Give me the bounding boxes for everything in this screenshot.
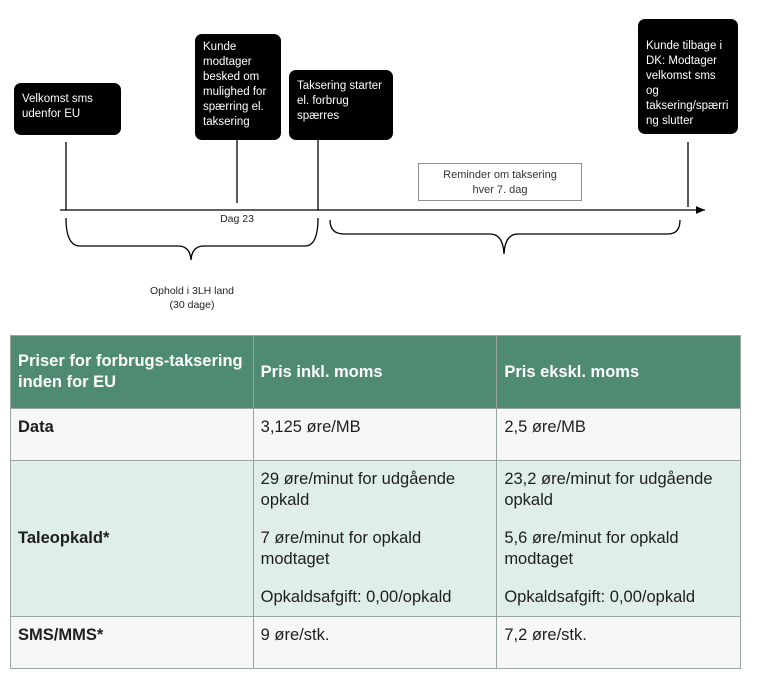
price-text: 23,2 øre/minut for udgående opkald bbox=[504, 470, 713, 509]
price-incl: 3,125 øre/MB bbox=[252, 408, 498, 461]
price-excl: 23,2 øre/minut for udgående opkald 5,6 ø… bbox=[496, 460, 741, 617]
event-velkomst: Velkomst sms udenfor EU bbox=[14, 83, 121, 135]
timeline-lines bbox=[60, 140, 705, 261]
price-text: 7 øre/minut for opkald modtaget bbox=[260, 529, 422, 568]
header-excl-vat: Pris ekskl. moms bbox=[496, 335, 741, 409]
price-incl: 9 øre/stk. bbox=[252, 616, 498, 669]
reminder-brace bbox=[329, 219, 681, 255]
price-text: 5,6 øre/minut for opkald modtaget bbox=[504, 529, 679, 568]
table-header-row: Priser for forbrugs-taksering inden for … bbox=[10, 335, 741, 409]
price-text: 3,125 øre/MB bbox=[260, 418, 361, 436]
price-excl: 2,5 øre/MB bbox=[496, 408, 741, 461]
row-label: SMS/MMS* bbox=[10, 616, 254, 669]
stay-brace bbox=[65, 217, 319, 261]
day-label: Dag 23 bbox=[220, 213, 254, 225]
price-text: 9 øre/stk. bbox=[260, 626, 330, 644]
price-text: 7,2 øre/stk. bbox=[504, 626, 587, 644]
row-label: Taleopkald* bbox=[10, 460, 254, 617]
price-text: 2,5 øre/MB bbox=[504, 418, 586, 436]
reminder-box: Reminder om taksering hver 7. dag bbox=[418, 163, 582, 201]
table-row: SMS/MMS* 9 øre/stk. 7,2 øre/stk. bbox=[10, 616, 741, 669]
roaming-timeline: Velkomst sms udenfor EU Kunde modtager b… bbox=[0, 0, 768, 320]
table-row: Taleopkald* 29 øre/minut for udgående op… bbox=[10, 460, 741, 617]
event-taksering-starter: Taksering starter el. forbrug spærres bbox=[289, 70, 393, 140]
price-text: 29 øre/minut for udgående opkald bbox=[260, 470, 456, 509]
event-kunde-besked: Kunde modtager besked om mulighed for sp… bbox=[195, 34, 281, 140]
price-table: Priser for forbrugs-taksering inden for … bbox=[10, 335, 741, 669]
price-text: Opkaldsafgift: 0,00/opkald bbox=[260, 588, 452, 606]
price-text: Opkaldsafgift: 0,00/opkald bbox=[504, 588, 696, 606]
stay-label: Ophold i 3LH land (30 dage) bbox=[149, 285, 235, 311]
header-category: Priser for forbrugs-taksering inden for … bbox=[10, 335, 254, 409]
header-incl-vat: Pris inkl. moms bbox=[252, 335, 498, 409]
row-label: Data bbox=[10, 408, 254, 461]
price-excl: 7,2 øre/stk. bbox=[496, 616, 741, 669]
event-kunde-tilbage: Kunde tilbage i DK: Modtager velkomst sm… bbox=[638, 19, 738, 134]
price-incl: 29 øre/minut for udgående opkald 7 øre/m… bbox=[252, 460, 498, 617]
table-row: Data 3,125 øre/MB 2,5 øre/MB bbox=[10, 408, 741, 461]
